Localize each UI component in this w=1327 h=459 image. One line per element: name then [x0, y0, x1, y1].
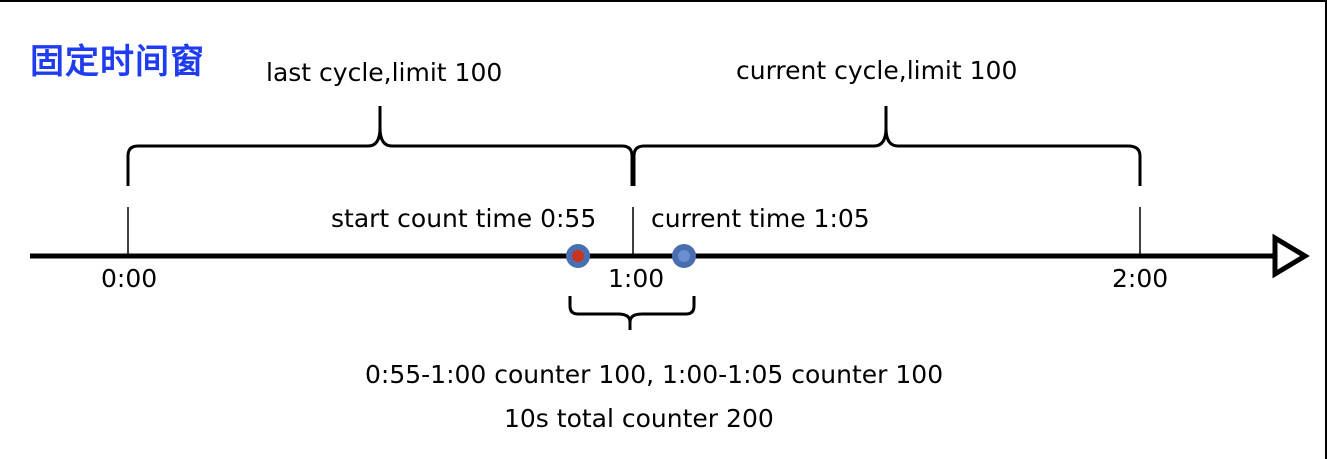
last-cycle-brace [126, 106, 634, 186]
current-time-label: current time 1:05 [651, 204, 870, 233]
start-count-marker-core [572, 250, 584, 262]
current-cycle-brace [632, 106, 1142, 186]
last-cycle-label: last cycle,limit 100 [266, 58, 503, 87]
window-brace [568, 296, 696, 330]
current-cycle-label: current cycle,limit 100 [736, 56, 1018, 85]
tick-label-0-00: 0:00 [101, 264, 158, 293]
diagram-title: 固定时间窗 [30, 42, 205, 82]
top-border [0, 0, 1327, 2]
summary-line-2: 10s total counter 200 [504, 404, 774, 433]
timeline-arrowhead [1272, 233, 1310, 279]
current-time-marker-core [678, 250, 690, 262]
right-border [1325, 0, 1327, 459]
start-count-label: start count time 0:55 [331, 204, 597, 233]
summary-line-1: 0:55-1:00 counter 100, 1:00-1:05 counter… [365, 360, 944, 389]
tick-label-1-00: 1:00 [608, 264, 665, 293]
tick-label-2-00: 2:00 [1112, 264, 1169, 293]
